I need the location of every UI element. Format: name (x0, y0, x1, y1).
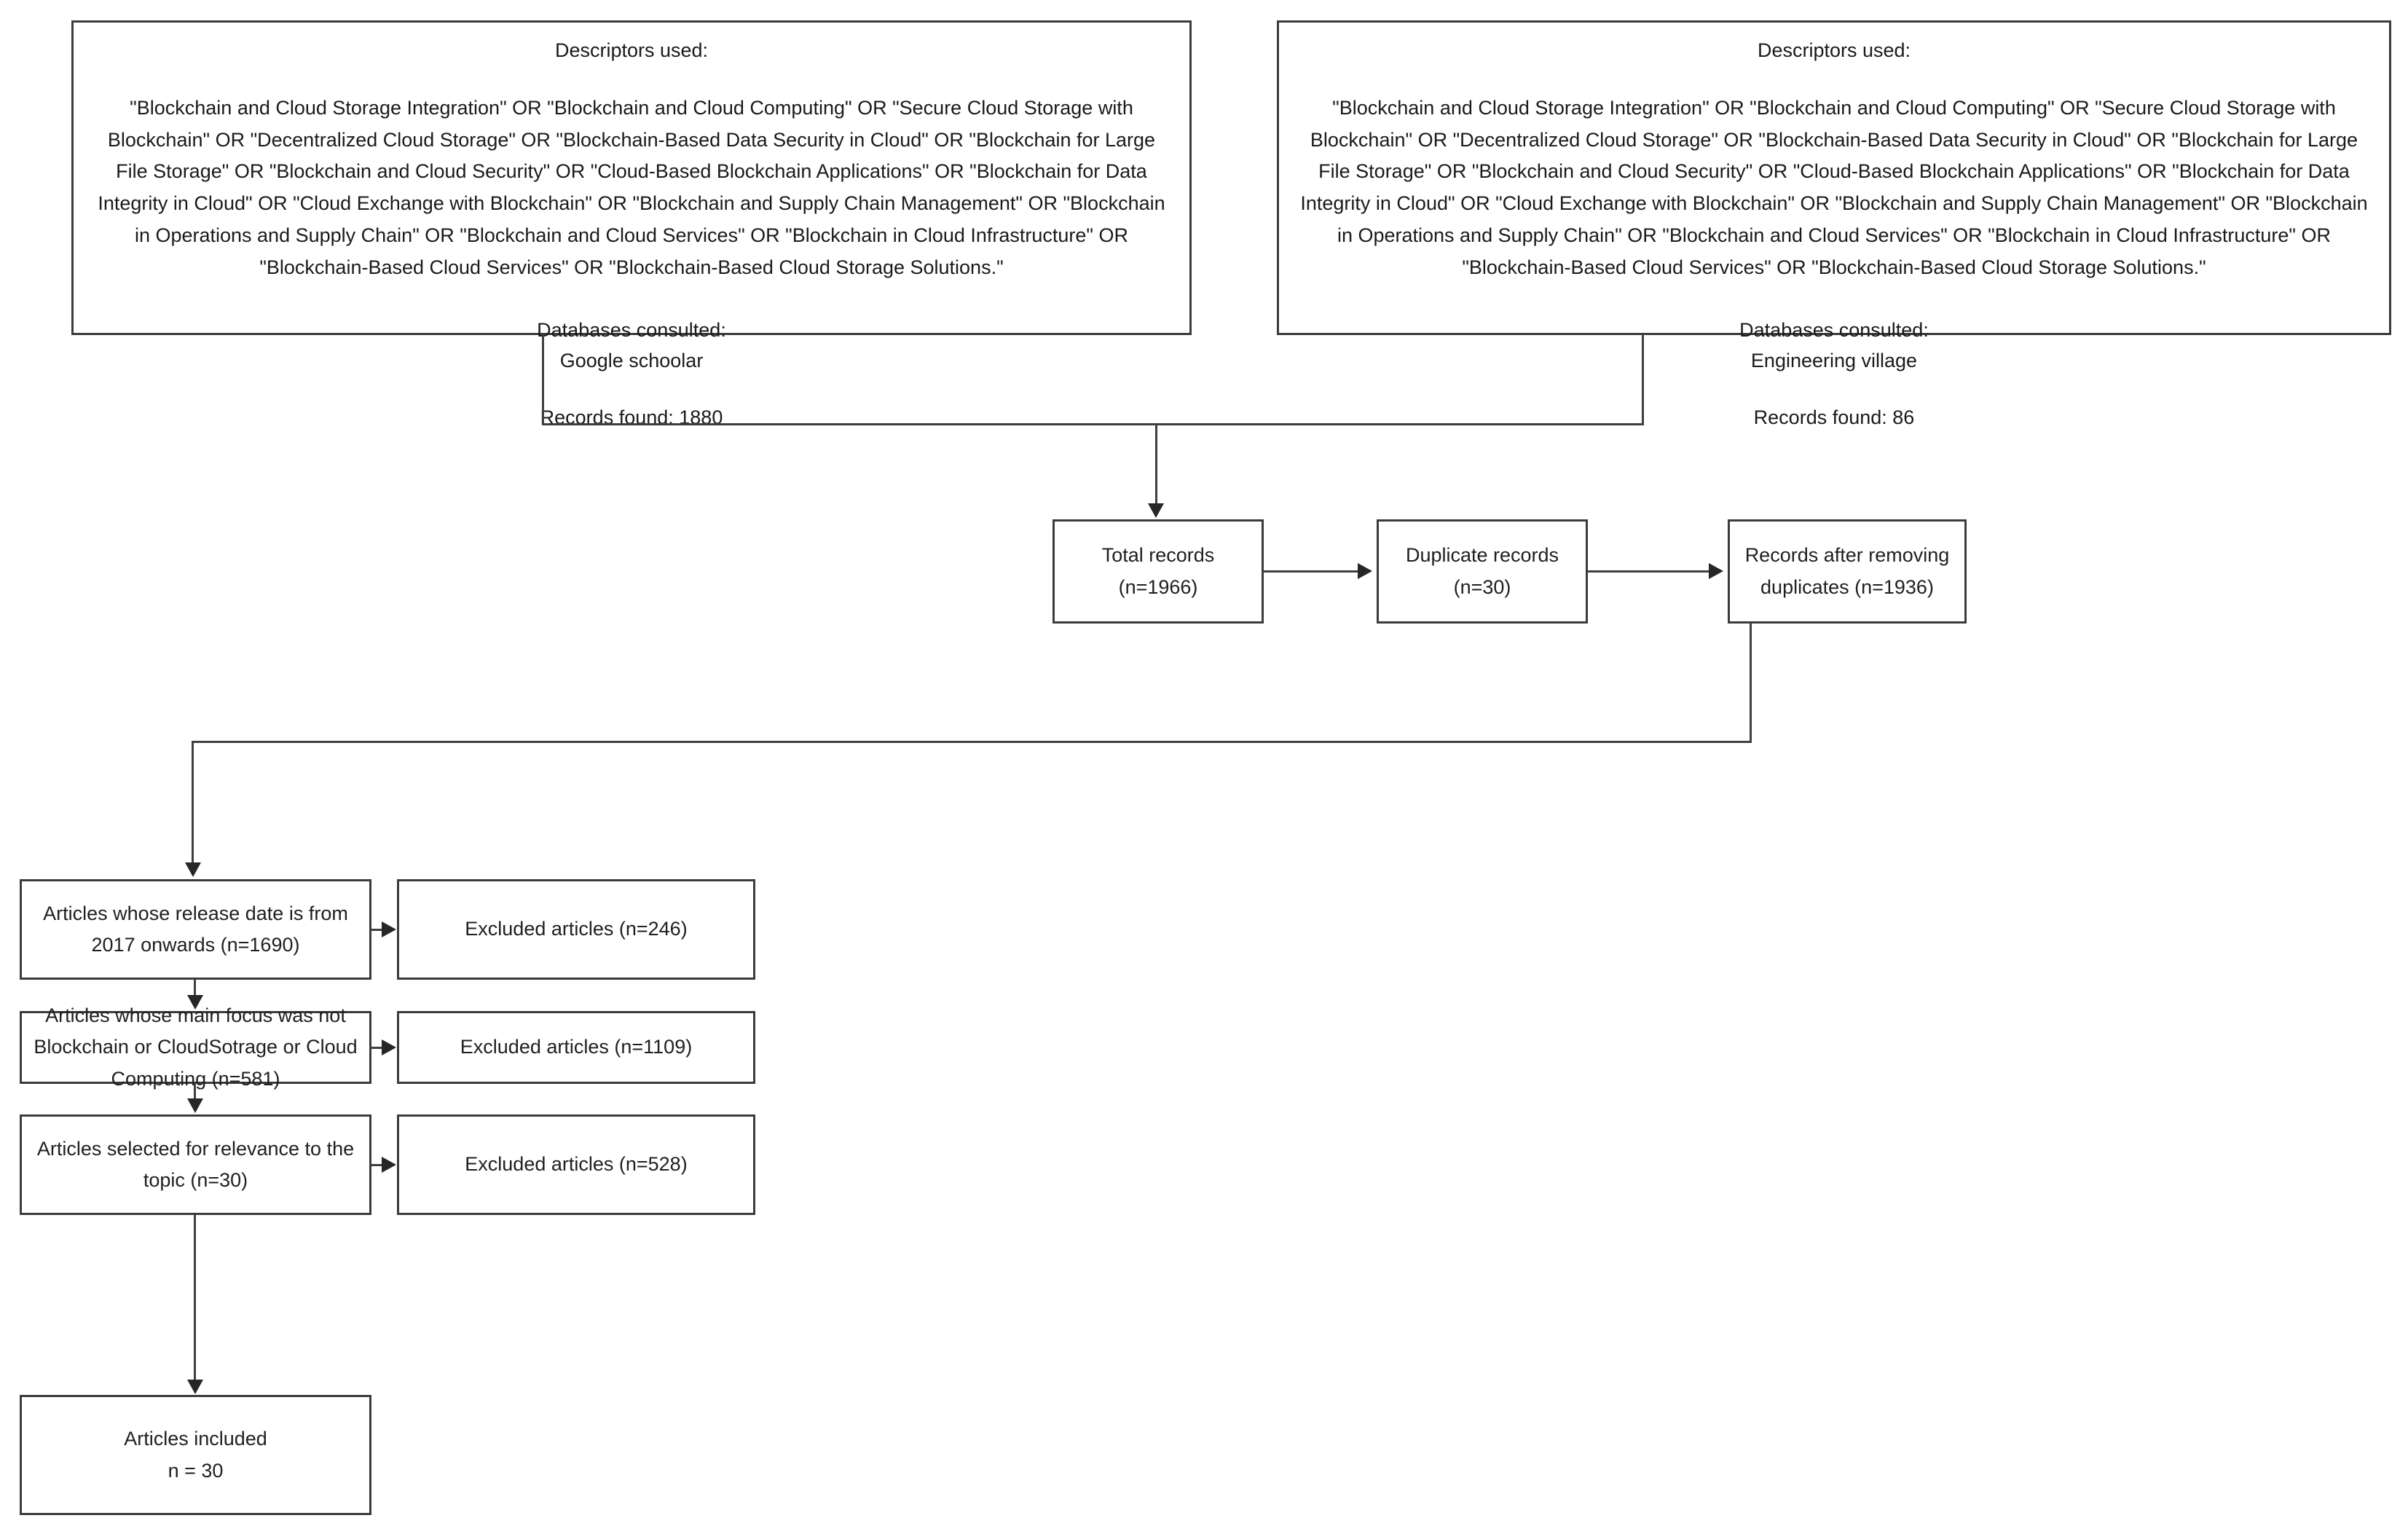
connector-screening-2-to-excluded (371, 1047, 384, 1049)
box-excluded-1: Excluded articles (n=246) (397, 879, 755, 980)
connector-screening-3-to-excluded (371, 1164, 384, 1166)
descriptors-label-left: Descriptors used: (554, 39, 709, 61)
database-name-right: Engineering village (1750, 350, 1918, 372)
databases-label-right: Databases consulted: (1739, 319, 1929, 342)
connector-after-duplicates-left-bar (192, 741, 1752, 743)
connector-merge-to-total (1155, 423, 1157, 505)
connector-screening-1-to-excluded (371, 929, 384, 931)
connector-after-duplicates-down (1750, 624, 1752, 743)
records-found-left: Records found: 1880 (540, 406, 723, 428)
excluded-label-1: Excluded articles (n=246) (465, 918, 688, 940)
articles-included-label: Articles included n = 30 (124, 1428, 267, 1482)
records-after-duplicates-label: Records after removing duplicates (n=193… (1744, 544, 1950, 598)
database-name-left: Google schoolar (559, 350, 704, 372)
source-box-engineering-village: Descriptors used: "Blockchain and Cloud … (1277, 20, 2391, 428)
arrow-right-to-excluded-1 (382, 921, 396, 937)
connector-down-to-screening-1 (192, 741, 194, 864)
descriptors-text-right: "Blockchain and Cloud Storage Integratio… (1300, 96, 2368, 278)
connector-sources-merge-bar (542, 423, 1644, 425)
box-total-records: Total records (n=1966) (1052, 519, 1264, 624)
total-records-label: Total records (n=1966) (1101, 544, 1215, 598)
box-excluded-2: Excluded articles (n=1109) (397, 1011, 755, 1084)
screening-kept-label-1: Articles whose release date is from 2017… (43, 902, 348, 956)
connector-screening-3-to-included (194, 1215, 196, 1381)
arrow-down-to-screening-1 (185, 862, 201, 877)
descriptors-text-left: "Blockchain and Cloud Storage Integratio… (98, 96, 1165, 278)
records-found-right: Records found: 86 (1753, 406, 1915, 428)
connector-right-source-down (1642, 335, 1644, 425)
screening-kept-label-3: Articles selected for relevance to the t… (36, 1137, 355, 1191)
box-records-after-duplicates: Records after removing duplicates (n=193… (1728, 519, 1967, 624)
excluded-label-3: Excluded articles (n=528) (465, 1153, 688, 1176)
box-screening-kept-3: Articles selected for relevance to the t… (20, 1114, 371, 1215)
box-duplicate-records: Duplicate records (n=30) (1377, 519, 1588, 624)
connector-total-to-duplicates (1264, 570, 1360, 573)
screening-kept-label-2: Articles whose main focus was not Blockc… (34, 1004, 358, 1090)
box-excluded-3: Excluded articles (n=528) (397, 1114, 755, 1215)
descriptors-label-right: Descriptors used: (1757, 39, 1911, 61)
box-screening-kept-1: Articles whose release date is from 2017… (20, 879, 371, 980)
arrow-right-to-excluded-3 (382, 1157, 396, 1173)
connector-left-source-down (542, 335, 544, 425)
box-articles-included: Articles included n = 30 (20, 1395, 371, 1515)
connector-screening-1-to-2 (194, 980, 196, 996)
source-box-google-scholar: Descriptors used: "Blockchain and Cloud … (71, 20, 1192, 428)
connector-duplicates-to-after (1588, 570, 1710, 573)
databases-label-left: Databases consulted: (537, 319, 726, 342)
arrow-right-to-duplicates (1358, 563, 1372, 579)
box-screening-kept-2: Articles whose main focus was not Blockc… (20, 1004, 371, 1090)
arrow-right-to-after-duplicates (1709, 563, 1723, 579)
arrow-down-to-total-records (1148, 503, 1164, 518)
arrow-down-to-screening-2 (187, 995, 203, 1010)
connector-screening-2-to-3 (194, 1084, 196, 1100)
arrow-down-to-included (187, 1380, 203, 1394)
excluded-label-2: Excluded articles (n=1109) (460, 1036, 693, 1058)
duplicate-records-label: Duplicate records (n=30) (1405, 544, 1559, 598)
arrow-right-to-excluded-2 (382, 1039, 396, 1055)
arrow-down-to-screening-3 (187, 1098, 203, 1113)
